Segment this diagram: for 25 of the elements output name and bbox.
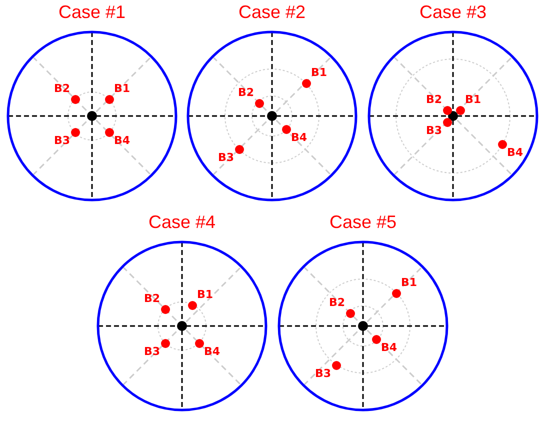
point-label: B2 <box>238 87 254 99</box>
panel-title: Case #4 <box>148 212 216 232</box>
point-label: B4 <box>204 346 220 358</box>
panel-title: Case #3 <box>419 2 487 22</box>
point-label: B3 <box>54 135 70 147</box>
point-label: B1 <box>197 289 214 301</box>
point-label: B2 <box>328 297 345 309</box>
point-label: B4 <box>114 135 130 147</box>
point-label: B3 <box>144 346 160 358</box>
panel-title: Case #2 <box>238 2 306 22</box>
point-label: B4 <box>381 342 398 354</box>
panel-title: Case #1 <box>58 2 126 22</box>
point-label: B2 <box>144 293 160 305</box>
point-label: B3 <box>218 152 234 164</box>
point-label: B1 <box>114 83 130 95</box>
point-label: B2 <box>54 83 70 95</box>
point-label: B4 <box>291 132 308 144</box>
point-label: B1 <box>465 94 482 106</box>
point-label: B2 <box>426 94 442 106</box>
point-label: B1 <box>311 67 328 79</box>
point-label: B3 <box>426 125 442 137</box>
point-label: B3 <box>314 368 331 380</box>
point-label: B4 <box>507 147 524 159</box>
panel-title: Case #5 <box>329 212 397 232</box>
point-label: B1 <box>401 277 418 289</box>
